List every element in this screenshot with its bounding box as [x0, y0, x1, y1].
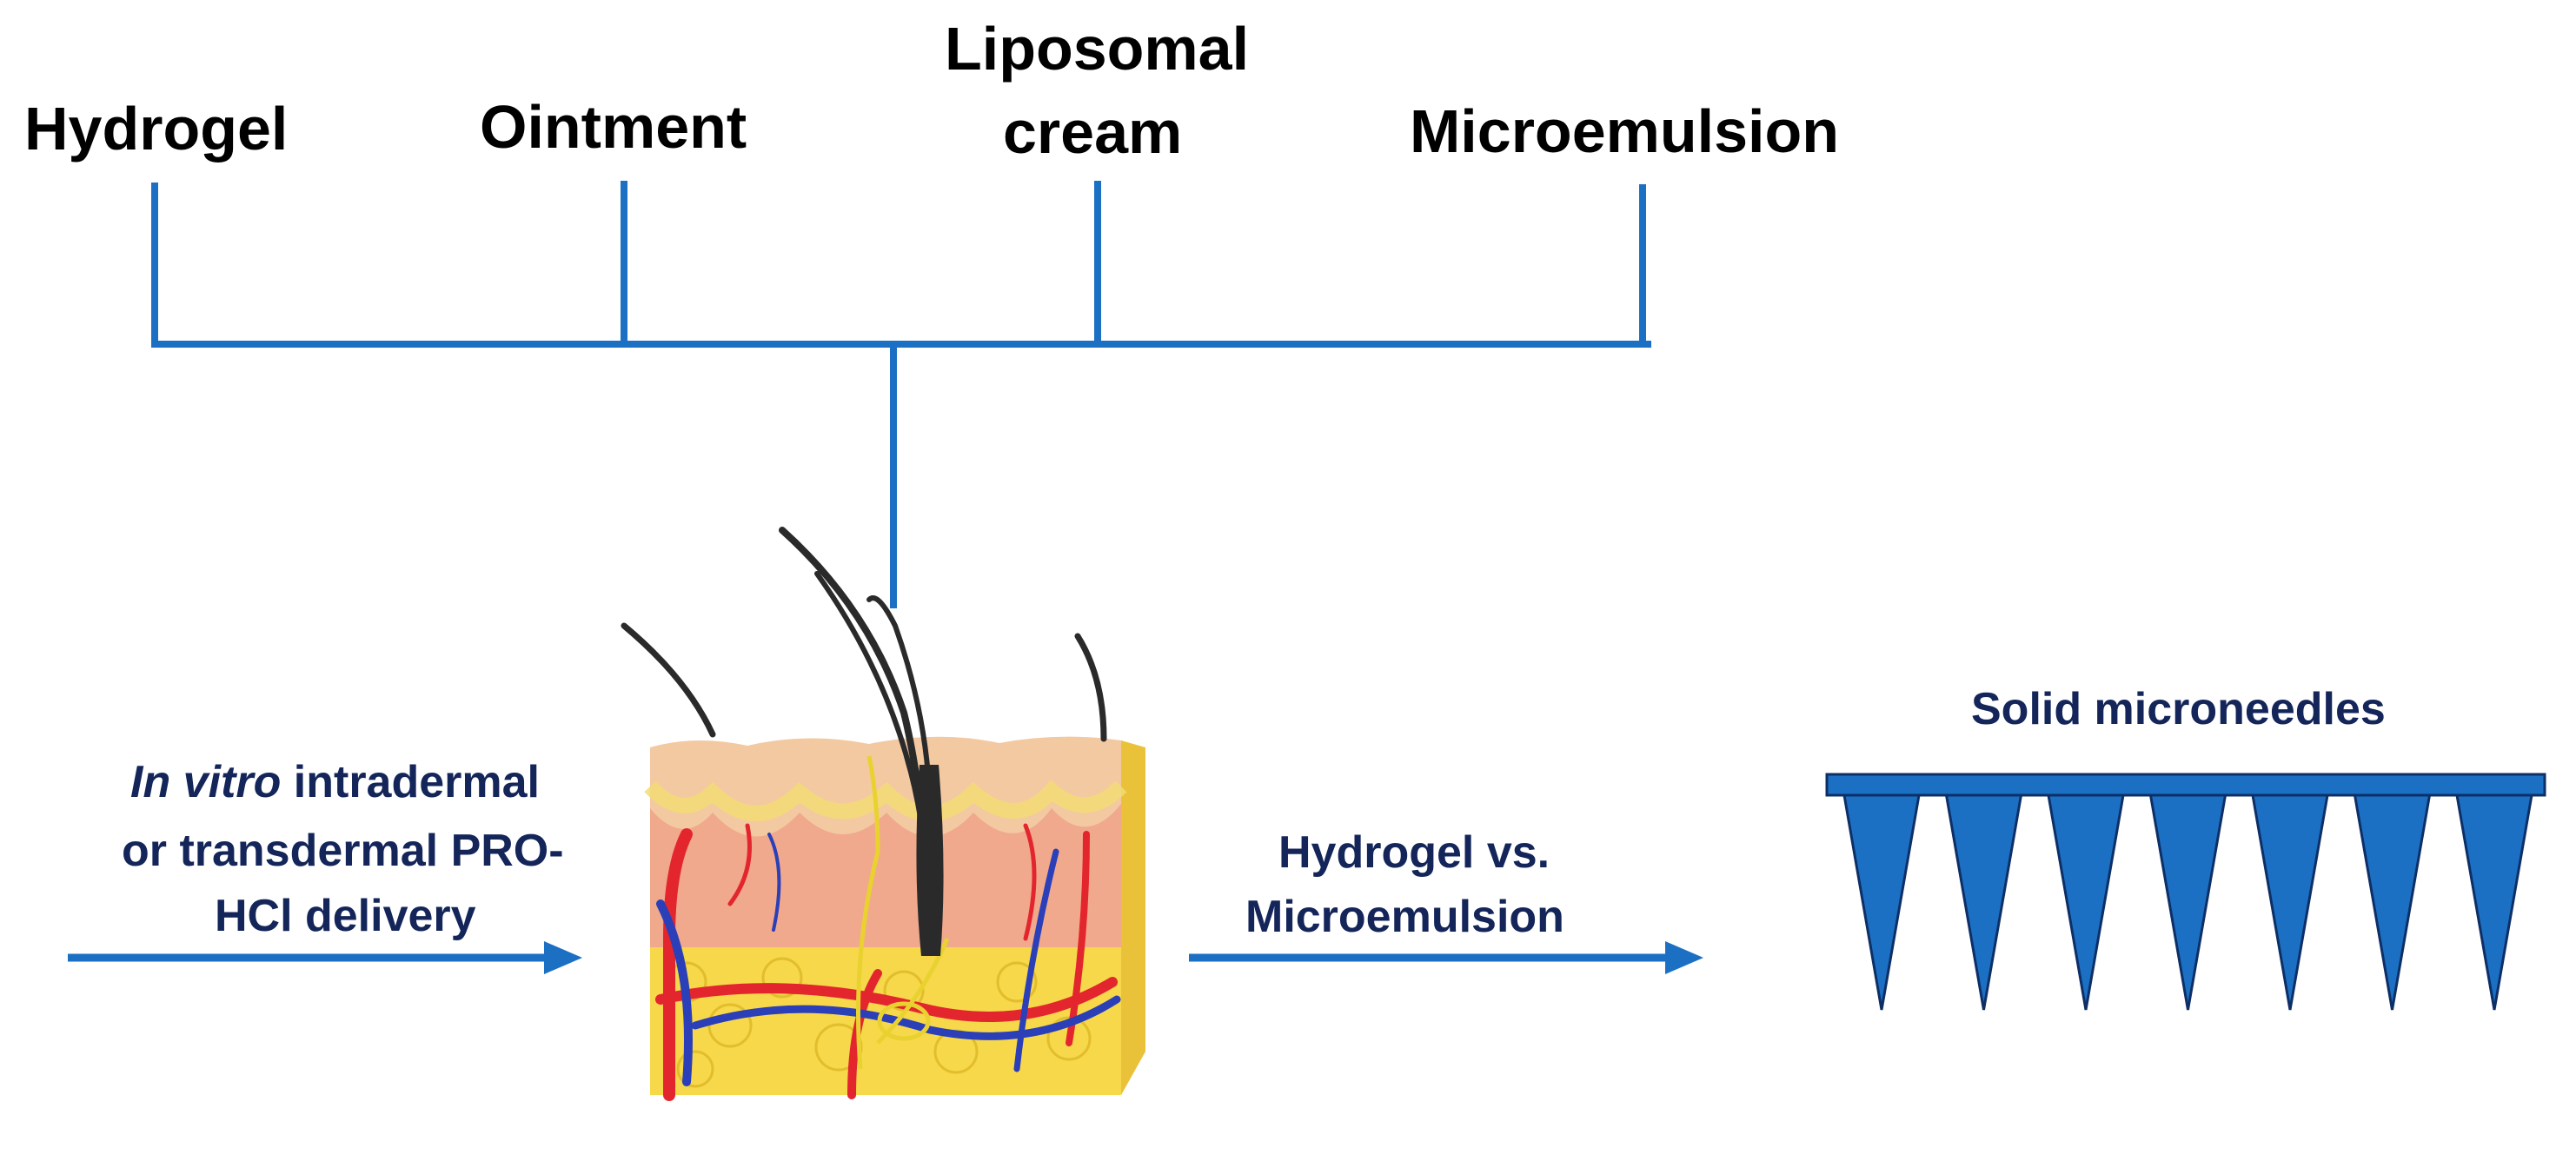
fat-cells	[666, 957, 1092, 1088]
formulation-label-liposomal: Liposomal	[945, 15, 1250, 83]
formulation-label-ointment: Ointment	[480, 93, 747, 161]
comparison-arrow-head	[1665, 941, 1703, 974]
formulation-label-cream: cream	[1003, 98, 1183, 166]
delivery-label-rest: intradermal	[281, 757, 540, 807]
delivery-arrow	[68, 941, 582, 974]
microneedle-1	[1842, 793, 1921, 1011]
microneedle-3	[2047, 793, 2125, 1011]
comparison-arrow	[1189, 941, 1703, 974]
delivery-label-italic: In vitro	[130, 757, 282, 807]
delivery-label-line1: In vitro intradermal	[130, 751, 540, 813]
formulation-label-hydrogel: Hydrogel	[24, 95, 289, 163]
skin-side-face	[1121, 740, 1145, 1095]
microneedles	[1842, 793, 2533, 1011]
microneedle-array	[1825, 773, 2546, 1011]
skin-stratum-basale	[644, 780, 1127, 821]
microneedle-7	[2455, 793, 2533, 1011]
formulation-label-microemulsion: Microemulsion	[1410, 97, 1839, 165]
microneedles-label: Solid microneedles	[1971, 684, 2386, 734]
microneedle-4	[2148, 793, 2227, 1011]
nerve-fibers	[856, 755, 950, 1070]
veins	[656, 833, 1121, 1086]
skin-cross-section-icon	[621, 527, 1145, 1101]
formulation-bracket	[151, 181, 1651, 608]
comparison-label-line1: Hydrogel vs.	[1278, 827, 1550, 878]
microneedle-5	[2251, 793, 2329, 1011]
hairs	[621, 527, 1107, 907]
delivery-label-line3: HCl delivery	[215, 891, 476, 941]
microneedle-base-plate	[1825, 773, 2546, 797]
microneedle-2	[1944, 793, 2023, 1011]
delivery-arrow-head	[544, 941, 582, 974]
microneedle-6	[2353, 793, 2432, 1011]
comparison-label-line2: Microemulsion	[1245, 892, 1564, 942]
delivery-label-line2: or transdermal PRO-	[122, 826, 564, 876]
